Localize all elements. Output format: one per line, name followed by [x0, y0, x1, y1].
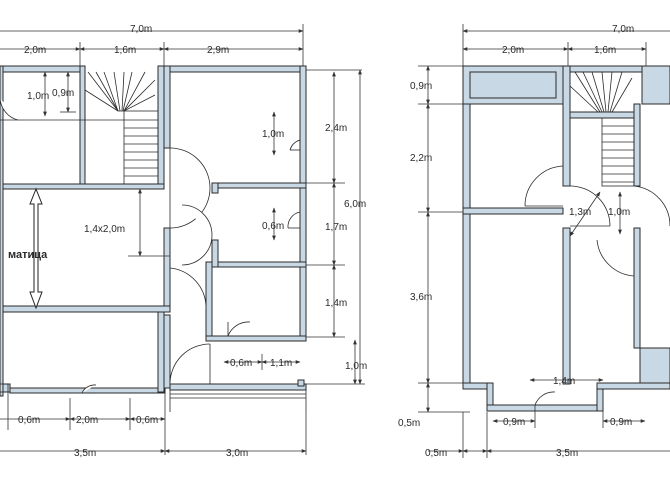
left-bottom-seg-a-label: 0,6m	[18, 415, 40, 426]
left-door-2-label: 0,6m	[262, 221, 284, 232]
left-inner-dimensions: 1,0m 0,9m 1,0m 0,6m 1,4x2,0m 0,6m 1,1m	[27, 71, 301, 370]
left-bottom-dimensions: 0,6m 2,0m 0,6m 3,5m 3,0m	[0, 392, 307, 459]
left-right-seg-a-label: 2,4m	[325, 123, 347, 134]
right-left-dimensions: 0,9m 2,2m 3,6m 0,5m	[398, 65, 470, 429]
left-top-seg-b-label: 1,6m	[114, 45, 136, 56]
right-top-seg-a-label: 2,0m	[502, 45, 524, 56]
right-window-label: 1,4m	[553, 376, 575, 387]
left-porch-dim-a-label: 0,6m	[230, 358, 252, 369]
left-right-seg-b-label: 1,7m	[325, 222, 347, 233]
right-staircase	[569, 71, 635, 187]
right-top-seg-b-label: 1,6m	[594, 45, 616, 56]
left-doors	[0, 97, 301, 394]
right-bottom-seg-a-label: 0,5m	[425, 448, 447, 459]
beam-label: матица	[8, 249, 48, 261]
right-bottom-a-label: 0,9m	[503, 417, 525, 428]
left-walls	[0, 65, 307, 412]
right-bottom-b-label: 0,9m	[610, 417, 632, 428]
right-floor-plan: 7,0m 2,0m 1,6m 0,9m 2,2m 3,6m 0,5m	[398, 24, 670, 459]
left-right-seg-d-label: 1,0m	[345, 361, 367, 372]
right-diag-label: 1,3m	[569, 207, 591, 218]
left-top-seg-a-label: 2,0m	[24, 45, 46, 56]
left-bottom-seg-b-label: 2,0m	[76, 415, 98, 426]
left-hall-opening-label: 1,4x2,0m	[84, 224, 125, 235]
left-top-seg-c-label: 2,9m	[207, 45, 229, 56]
right-bottom-total-label: 3,5m	[556, 448, 578, 459]
right-left-seg-d-label: 0,5m	[398, 418, 420, 429]
right-door-label: 1,0m	[608, 207, 630, 218]
right-bottom-dimensions: 0,5m 3,5m	[425, 412, 670, 459]
left-top-total-label: 7,0m	[130, 24, 152, 35]
right-left-seg-c-label: 3,6m	[410, 292, 432, 303]
right-inner-dimensions: 1,3m 1,0m 1,4m 0,9m 0,9m	[492, 191, 646, 428]
left-bottom-seg-c-label: 0,6m	[136, 415, 158, 426]
left-bottom-total-a-label: 3,5m	[74, 448, 96, 459]
left-porch-dim-b-label: 1,1m	[270, 358, 292, 369]
left-top-dimensions: 7,0m 2,0m 1,6m 2,9m	[0, 24, 304, 66]
right-left-seg-b-label: 2,2m	[410, 153, 432, 164]
left-stair-dim-b-label: 0,9m	[52, 88, 74, 99]
left-bottom-total-b-label: 3,0m	[226, 448, 248, 459]
left-right-total-label: 6,0m	[344, 199, 366, 210]
right-top-dimensions: 7,0m 2,0m 1,6m	[462, 24, 670, 66]
right-left-seg-a-label: 0,9m	[410, 81, 432, 92]
left-right-dimensions: 6,0m 2,4m 1,7m 1,4m 1,0m	[300, 69, 367, 385]
left-right-seg-c-label: 1,4m	[325, 298, 347, 309]
right-walls	[462, 65, 670, 412]
left-door-1-label: 1,0m	[262, 129, 284, 140]
right-top-total-label: 7,0m	[612, 24, 634, 35]
left-stair-dim-a-label: 1,0m	[27, 91, 49, 102]
left-staircase	[0, 71, 159, 185]
left-beam-marker: матица	[8, 187, 48, 310]
left-floor-plan: 7,0m 2,0m 1,6m 2,9m 6,0m 2,4m 1,7m 1,4m …	[0, 24, 367, 459]
